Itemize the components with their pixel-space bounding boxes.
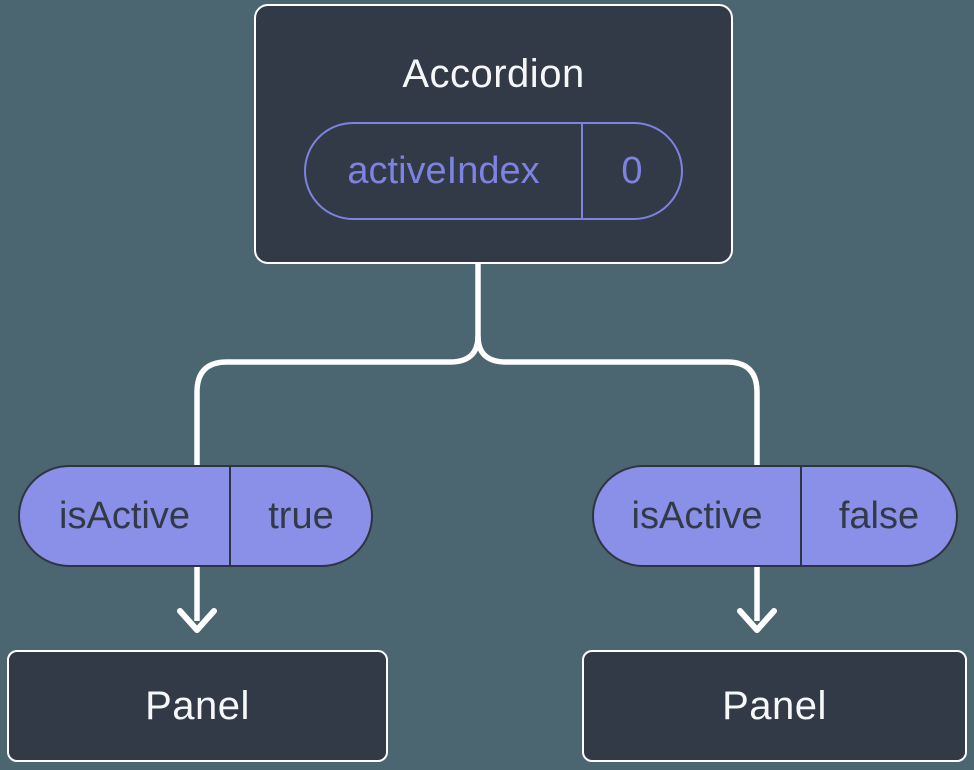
- prop-pill-right-label: isActive: [631, 494, 763, 537]
- prop-pill-right-divider: [800, 467, 802, 565]
- prop-pill-left-value: true: [268, 494, 334, 537]
- panel-node-right: Panel: [582, 650, 967, 762]
- state-pill-value: 0: [621, 149, 643, 192]
- state-pill-label: activeIndex: [347, 149, 540, 192]
- prop-pill-left-label: isActive: [59, 494, 190, 537]
- state-pill-divider: [581, 124, 583, 218]
- left-arrow-head-icon: [177, 608, 217, 633]
- prop-pill-left: isActive true: [18, 465, 373, 567]
- accordion-node: Accordion activeIndex 0: [254, 4, 733, 264]
- left-branch-line: [194, 335, 481, 621]
- accordion-title: Accordion: [402, 52, 585, 96]
- prop-pill-left-divider: [229, 467, 231, 565]
- state-pill: activeIndex 0: [304, 122, 683, 220]
- prop-pill-right-value: false: [838, 494, 920, 537]
- prop-pill-right: isActive false: [592, 465, 958, 567]
- panel-node-left: Panel: [7, 650, 388, 762]
- right-branch-line: [475, 335, 760, 621]
- panel-left-title: Panel: [145, 684, 250, 728]
- right-arrow-head-icon: [737, 608, 777, 633]
- panel-right-title: Panel: [722, 684, 827, 728]
